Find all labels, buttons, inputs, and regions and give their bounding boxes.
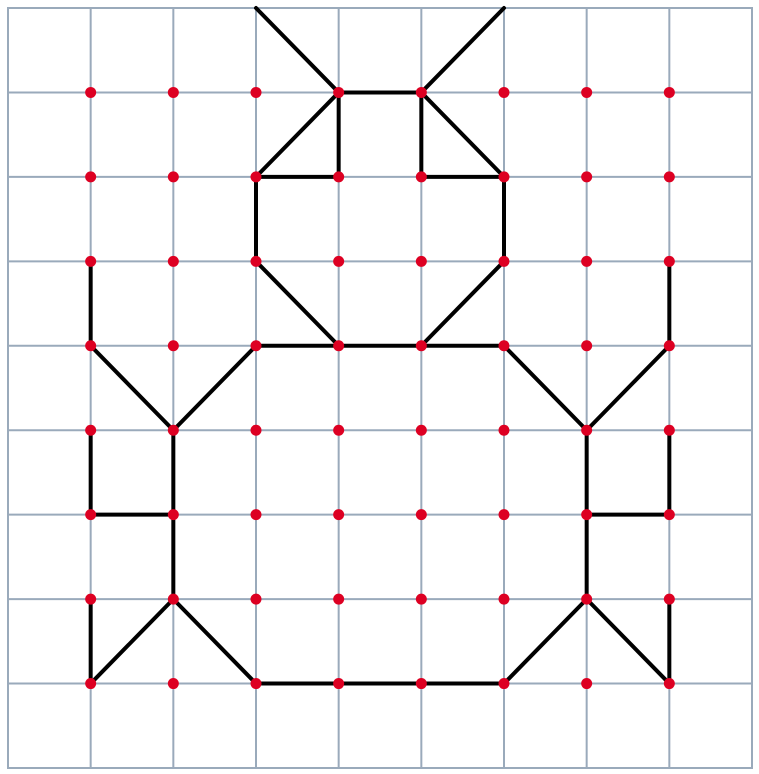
grid-dot	[250, 593, 262, 605]
grid-dot	[167, 255, 179, 267]
grid-dot	[167, 424, 179, 436]
grid-dot	[85, 171, 97, 183]
grid-dot	[250, 424, 262, 436]
grid-dot	[498, 340, 510, 352]
grid-dot	[167, 678, 179, 690]
grid-dot	[85, 340, 97, 352]
grid-dot	[415, 171, 427, 183]
drawing-segment	[584, 597, 672, 686]
grid-dot	[333, 424, 345, 436]
grid-dot	[85, 424, 97, 436]
grid-dot	[581, 171, 593, 183]
grid-dot	[85, 678, 97, 690]
grid-dot	[581, 424, 593, 436]
grid-dot	[250, 255, 262, 267]
grid-dot	[167, 509, 179, 521]
grid-dot	[663, 593, 675, 605]
grid-dot	[250, 340, 262, 352]
grid-dot	[498, 86, 510, 98]
grid-dot	[663, 255, 675, 267]
drawing-segment	[502, 343, 589, 433]
drawing-segment	[254, 90, 341, 179]
grid-dot	[85, 593, 97, 605]
drawing-segment	[254, 6, 341, 95]
drawing-segment	[584, 343, 672, 433]
grid-dot	[581, 593, 593, 605]
drawing-path	[88, 6, 672, 686]
drawing-segment	[419, 259, 506, 348]
drawing-segment	[88, 597, 176, 686]
drawing-segment	[88, 343, 176, 433]
grid-dot	[498, 593, 510, 605]
grid-dot	[663, 424, 675, 436]
grid-dot	[663, 340, 675, 352]
grid-dot	[250, 678, 262, 690]
grid-dot	[415, 424, 427, 436]
grid-dot	[498, 171, 510, 183]
grid-dot	[85, 509, 97, 521]
grid-dot	[250, 86, 262, 98]
grid-dot	[167, 171, 179, 183]
grid-dot	[498, 255, 510, 267]
grid-dot	[581, 509, 593, 521]
grid-dot	[333, 509, 345, 521]
drawing-segment	[419, 6, 506, 95]
grid-dot	[250, 509, 262, 521]
grid-dot	[581, 255, 593, 267]
grid-dot	[663, 678, 675, 690]
grid-dot	[581, 86, 593, 98]
grid-dot	[415, 340, 427, 352]
grid-dot	[663, 171, 675, 183]
grid-dot	[498, 424, 510, 436]
grid-dot	[415, 255, 427, 267]
grid-dot	[415, 509, 427, 521]
grid-dot	[333, 593, 345, 605]
grid-dot	[498, 509, 510, 521]
grid-dot	[167, 86, 179, 98]
grid-dot	[250, 171, 262, 183]
grid-dot	[581, 678, 593, 690]
drawing-segment	[502, 597, 589, 686]
grid-dot	[333, 678, 345, 690]
grid-dot	[85, 255, 97, 267]
grid-dot	[663, 509, 675, 521]
grid-dot	[85, 86, 97, 98]
grid-dot	[663, 86, 675, 98]
grid-dot	[581, 340, 593, 352]
grid-dot	[333, 255, 345, 267]
grid-dot	[415, 593, 427, 605]
drawing-segment	[171, 597, 258, 686]
grid-dot	[498, 678, 510, 690]
grid-dot	[333, 340, 345, 352]
dot-lattice	[85, 86, 675, 690]
grid-dot	[415, 678, 427, 690]
grid-dot	[333, 171, 345, 183]
drawing-segment	[419, 90, 506, 179]
grid-dot	[167, 340, 179, 352]
drawing-segment	[254, 259, 341, 348]
grid-dot	[167, 593, 179, 605]
grid-dot	[333, 86, 345, 98]
drawing-segment	[171, 343, 258, 433]
grid-dot	[415, 86, 427, 98]
